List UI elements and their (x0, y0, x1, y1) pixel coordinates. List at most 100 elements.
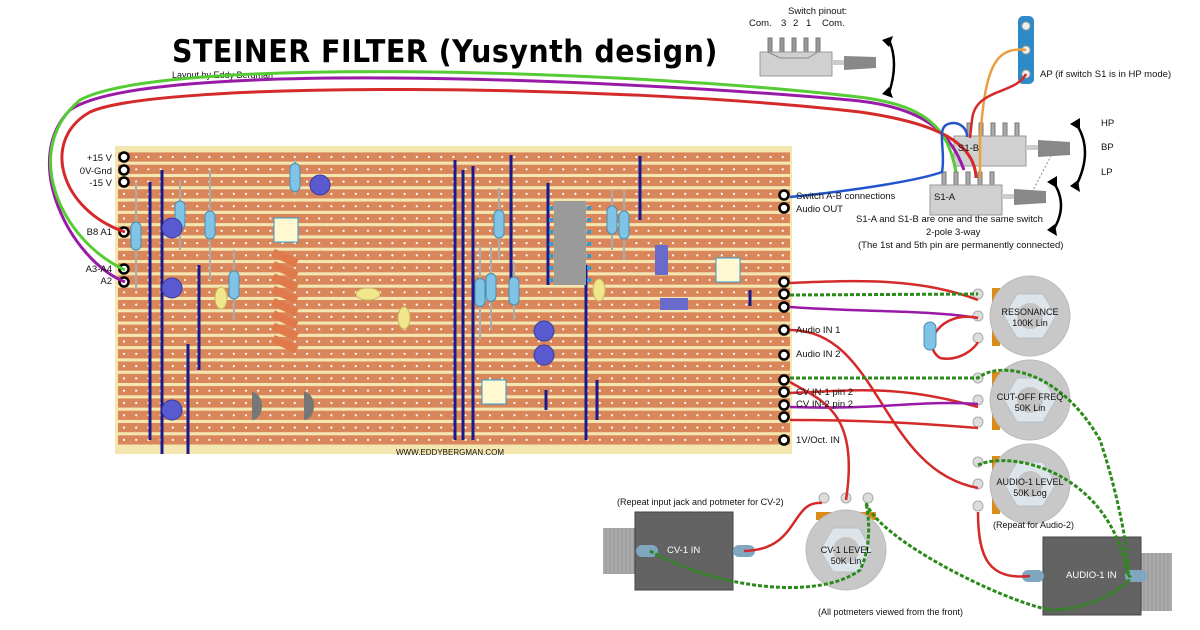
hole (171, 438, 174, 441)
hole (610, 365, 614, 368)
hole (549, 192, 553, 195)
hole (586, 155, 589, 159)
hole (269, 217, 272, 220)
hole (525, 414, 528, 417)
hole (122, 291, 126, 294)
hole (574, 168, 577, 171)
ic-pin (549, 218, 553, 222)
hole (696, 414, 699, 417)
hole (720, 291, 723, 294)
hole (220, 266, 223, 269)
hole (574, 155, 577, 159)
diode-1n4148 (271, 310, 299, 329)
hole (696, 254, 699, 257)
hole (208, 401, 211, 405)
hole (244, 192, 248, 195)
hole (232, 328, 235, 331)
trimmer (273, 217, 299, 243)
hole (257, 155, 260, 159)
hole (696, 389, 699, 392)
hole (293, 352, 296, 355)
hole (330, 414, 333, 417)
hole (427, 389, 431, 392)
hole (732, 414, 736, 417)
hole (342, 426, 345, 429)
hole (330, 365, 333, 368)
hole (708, 155, 711, 159)
hole (598, 389, 601, 392)
hole (647, 254, 650, 257)
hole (244, 352, 248, 355)
hole (635, 229, 638, 232)
hole (537, 168, 540, 171)
hole (635, 155, 638, 159)
hole (220, 180, 223, 183)
repeat-cv-note: (Repeat input jack and potmeter for CV-2… (617, 497, 784, 507)
hole (781, 180, 784, 183)
hole (354, 426, 357, 429)
hole (135, 168, 138, 171)
hole (196, 229, 199, 232)
hole (659, 278, 662, 282)
hole (501, 315, 504, 318)
hole (330, 217, 333, 220)
hole (732, 426, 736, 429)
hole (379, 401, 382, 405)
hole (269, 254, 272, 257)
hole (403, 168, 406, 171)
hole (220, 328, 223, 331)
hole (549, 315, 553, 318)
hole (745, 340, 748, 343)
hole (440, 155, 443, 159)
hole (464, 291, 467, 294)
hole (562, 426, 565, 429)
hole (244, 365, 248, 368)
hole (696, 401, 699, 405)
hole (476, 365, 479, 368)
hole (501, 352, 504, 355)
hole (305, 438, 309, 441)
hole (659, 242, 662, 245)
hole (513, 155, 516, 159)
hole (220, 217, 223, 220)
hole (122, 401, 126, 405)
hole (732, 328, 736, 331)
hole (549, 414, 553, 417)
hole (342, 401, 345, 405)
hole (659, 438, 662, 441)
hole (342, 205, 345, 208)
hole (488, 377, 492, 380)
hole (781, 340, 784, 343)
hole (623, 278, 626, 282)
hole (610, 180, 614, 183)
hole (708, 414, 711, 417)
hole (647, 389, 650, 392)
ic-pin (587, 206, 591, 210)
hole (610, 426, 614, 429)
hole (562, 401, 565, 405)
hole (269, 315, 272, 318)
hole (562, 328, 565, 331)
switch-s1a (929, 149, 1055, 216)
hole (671, 401, 675, 405)
hole (464, 303, 467, 306)
hole (403, 266, 406, 269)
hole (598, 180, 601, 183)
hole (440, 426, 443, 429)
hole (427, 217, 431, 220)
hole (183, 303, 187, 306)
pin-label-audio-in-1: Audio IN 1 (796, 325, 841, 336)
hole (513, 438, 516, 441)
hole (440, 315, 443, 318)
hole (135, 315, 138, 318)
hole (501, 192, 504, 195)
hole (220, 340, 223, 343)
hole (671, 278, 675, 282)
hole (318, 205, 321, 208)
hole (318, 229, 321, 232)
hole (440, 229, 443, 232)
connection-pin (778, 301, 790, 313)
hole (427, 291, 431, 294)
hole (342, 303, 345, 306)
hole (342, 155, 345, 159)
